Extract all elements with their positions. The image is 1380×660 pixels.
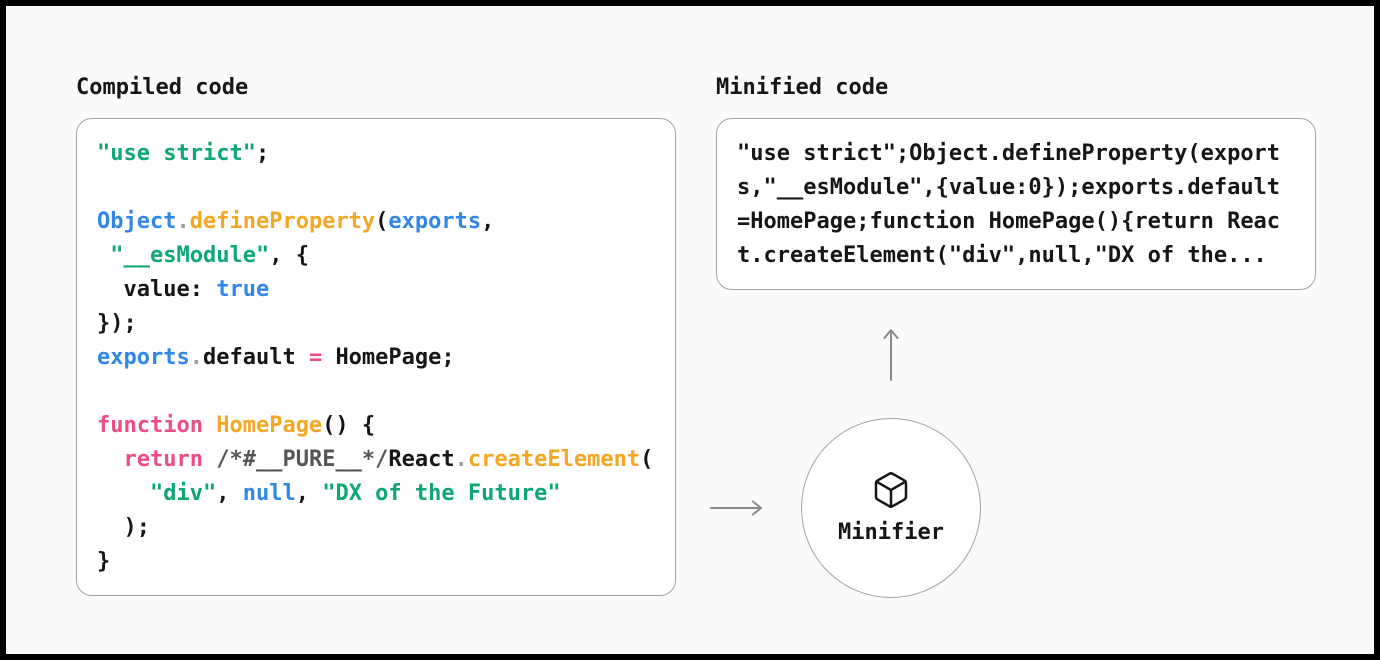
minifier-node: Minifier <box>801 418 981 598</box>
arrow-up-icon <box>883 329 899 381</box>
code-line: } <box>97 549 111 574</box>
code-line: "__esModule", { <box>110 243 309 268</box>
compiled-code-box: "use strict"; Object.defineProperty(expo… <box>76 118 676 596</box>
code-line: t.createElement("div",null,"DX of the... <box>737 243 1267 268</box>
compiled-code-label: Compiled code <box>76 75 249 100</box>
code-line: exports.default = HomePage; <box>97 345 455 370</box>
code-line: }); <box>97 311 137 336</box>
code-line: "div", null, "DX of the Future" <box>149 481 561 506</box>
code-line: "use strict";Object.defineProperty(expor… <box>737 141 1281 166</box>
compiled-code: "use strict"; Object.defineProperty(expo… <box>77 119 675 595</box>
minifier-label: Minifier <box>838 520 944 545</box>
minified-code-label: Minified code <box>716 75 889 100</box>
code-line: return /*#__PURE__*/React.createElement( <box>123 447 654 472</box>
code-line <box>97 171 655 205</box>
minified-code: "use strict";Object.defineProperty(expor… <box>717 119 1315 289</box>
code-line: "use strict"; <box>97 141 270 166</box>
code-line: value: true <box>97 277 270 302</box>
code-line <box>97 375 655 409</box>
cube-icon <box>874 472 908 509</box>
minified-code-box: "use strict";Object.defineProperty(expor… <box>716 118 1316 290</box>
arrow-right-icon <box>710 500 762 516</box>
code-line: Object.defineProperty(exports, <box>97 209 495 234</box>
code-line: function HomePage() { <box>97 413 376 438</box>
code-line: =HomePage;function HomePage(){return Rea… <box>737 209 1281 234</box>
code-line: ); <box>97 515 150 540</box>
code-line: s,"__esModule",{value:0});exports.defaul… <box>737 175 1281 200</box>
